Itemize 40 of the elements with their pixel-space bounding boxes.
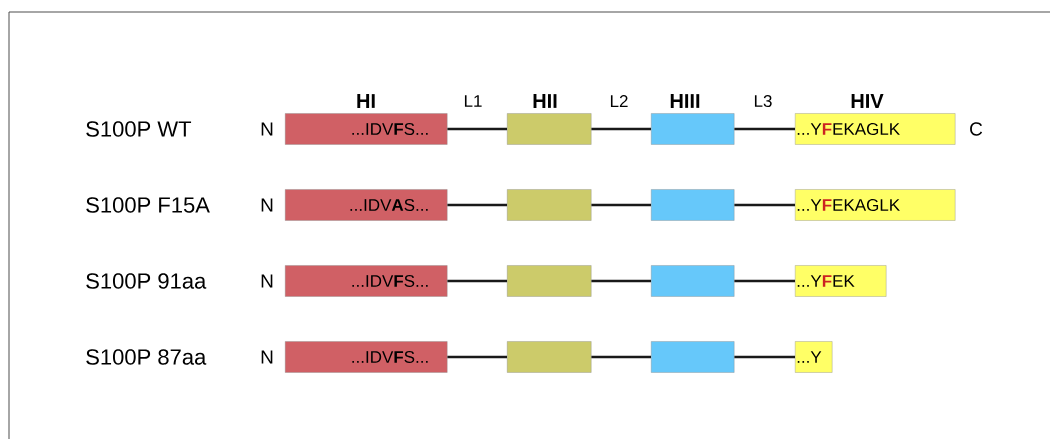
helix-box: ...IDVAS... <box>285 189 448 221</box>
helix-box <box>651 341 735 373</box>
terminus-label: N <box>261 274 273 288</box>
helix-box <box>651 265 735 297</box>
loop-label: L3 <box>754 95 772 107</box>
linker-line <box>591 127 651 131</box>
linker-line <box>734 203 795 207</box>
linker-line <box>447 203 507 207</box>
terminus-label: N <box>261 350 273 364</box>
linker-line <box>447 127 507 131</box>
helix-box: ...YFEKAGLK <box>795 189 956 221</box>
helix-box: ...IDVFS... <box>285 265 448 297</box>
linker-line <box>591 203 651 207</box>
helix-box: ...IDVFS... <box>285 113 448 145</box>
helix-box <box>507 113 592 145</box>
helix-box: ...Y <box>795 341 833 373</box>
helix-box: ...IDVFS... <box>285 341 448 373</box>
helix-box: ...YFEKAGLK <box>795 113 956 145</box>
linker-line <box>734 279 795 283</box>
row-label: S100P WT <box>86 121 192 137</box>
helix-box <box>507 265 592 297</box>
helix-box <box>651 113 735 145</box>
helix-box <box>507 189 592 221</box>
row-label: S100P 91aa <box>86 273 207 289</box>
terminus-label: N <box>261 122 273 136</box>
loop-label: L2 <box>610 95 628 107</box>
row-label: S100P F15A <box>86 197 210 213</box>
linker-line <box>734 355 795 359</box>
terminus-label: N <box>261 198 273 212</box>
linker-line <box>447 355 507 359</box>
linker-line <box>734 127 795 131</box>
helix-box <box>651 189 735 221</box>
helix-box <box>507 341 592 373</box>
linker-line <box>591 279 651 283</box>
row-label: S100P 87aa <box>86 349 207 365</box>
loop-label: L1 <box>464 95 482 107</box>
linker-line <box>447 279 507 283</box>
linker-line <box>591 355 651 359</box>
terminus-label: C <box>970 122 983 136</box>
helix-box: ...YFEK <box>795 265 887 297</box>
